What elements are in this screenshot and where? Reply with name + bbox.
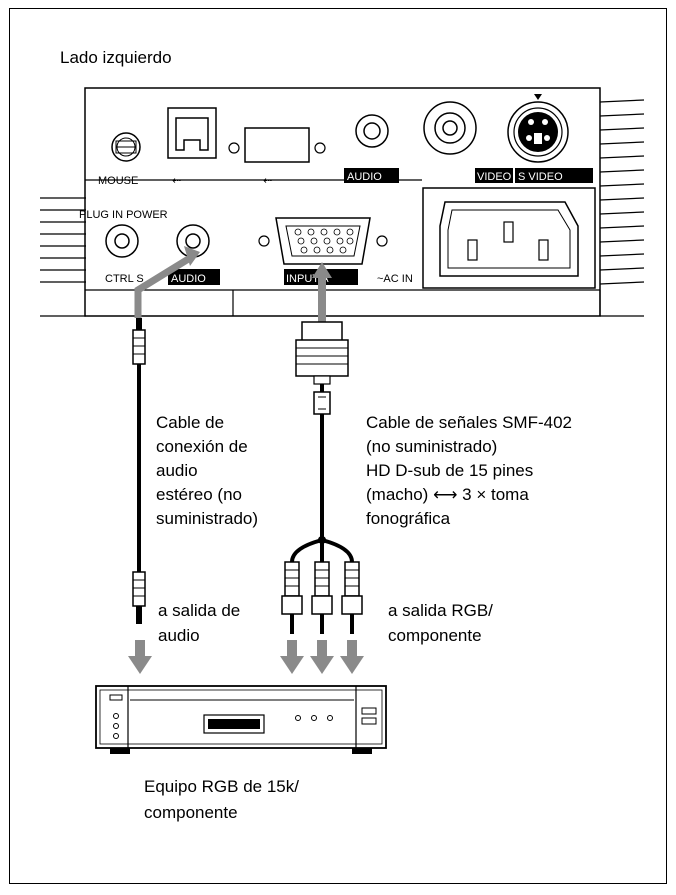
s-video-tag [515,168,593,183]
vga-arrowhead [312,262,332,278]
equipment-label-line: Equipo RGB de 15k/ [144,777,299,796]
signal-cable-label-line: HD D-sub de 15 pines [366,461,533,480]
mouse-port [111,132,141,162]
phono-plug-left [281,561,303,634]
audio-top-tag [344,168,399,183]
audio-cable-label: Cable de conexión de audio estéreo (no s… [156,413,258,528]
audio-bottom-label: AUDIO [171,273,206,285]
ac-in-label: ~AC IN [377,273,413,285]
down-arrows [128,640,364,674]
mouse-label: MOUSE [98,175,138,187]
ctrl-s-label: CTRL S [105,273,144,285]
s-video-port [507,94,569,163]
audio-bottom-tag [168,269,220,285]
s-video-label: S VIDEO [518,171,563,183]
audio-cable [132,318,146,624]
usb-a-port [228,127,326,163]
audio-top-label: AUDIO [347,171,382,183]
signal-cable-label-line: (macho) ⟷ 3 × toma [366,485,529,504]
audio-arrowhead [184,246,200,266]
audio-cable-label-line: conexión de [156,437,248,456]
audio-cable-label-line: Cable de [156,413,224,432]
to-rgb-out-line: componente [388,626,482,645]
video-tag [475,168,513,183]
audio-plug-arrow [134,255,192,318]
rgb-component-equipment [95,685,387,754]
usb-icon-right: ⇠ [263,175,272,187]
signal-cable-label-line: fonográfica [366,509,451,528]
input-a-vga-port [258,217,388,265]
usb-b-port [167,107,217,159]
phono-plug-right [341,561,363,634]
to-audio-out-line: a salida de [158,601,240,620]
video-jack [423,101,477,155]
plug-in-power-label: PLUG IN POWER [79,209,168,221]
usb-icon-left: ⇠ [172,175,181,187]
right-vent-fins [599,99,645,317]
phono-plug-middle [311,561,333,634]
to-audio-out-label: a salida de audio [158,601,240,645]
audio-cable-label-line: audio [156,461,198,480]
audio-cable-label-line: suministrado) [156,509,258,528]
audio-in-top-jack [355,114,389,148]
to-rgb-out-label: a salida RGB/ componente [388,601,493,645]
diagram-title: Lado izquierdo [60,48,172,67]
signal-cable-label-line: (no suministrado) [366,437,497,456]
projector-side-panel: MOUSE ⇠ ⇠ AUDIO VIDEO [40,87,645,317]
equipment-label-line: componente [144,803,238,822]
equipment-label: Equipo RGB de 15k/ componente [144,777,299,822]
left-vent-fins [40,197,86,317]
to-audio-out-line: audio [158,626,200,645]
signal-cable [281,321,363,634]
to-rgb-out-line: a salida RGB/ [388,601,493,620]
ac-in-socket [422,187,596,289]
signal-cable-label-line: Cable de señales SMF-402 [366,413,572,432]
signal-cable-label: Cable de señales SMF-402 (no suministrad… [366,413,572,528]
video-label: VIDEO [477,171,512,183]
ctrl-s-jack [105,224,139,258]
audio-cable-label-line: estéreo (no [156,485,242,504]
